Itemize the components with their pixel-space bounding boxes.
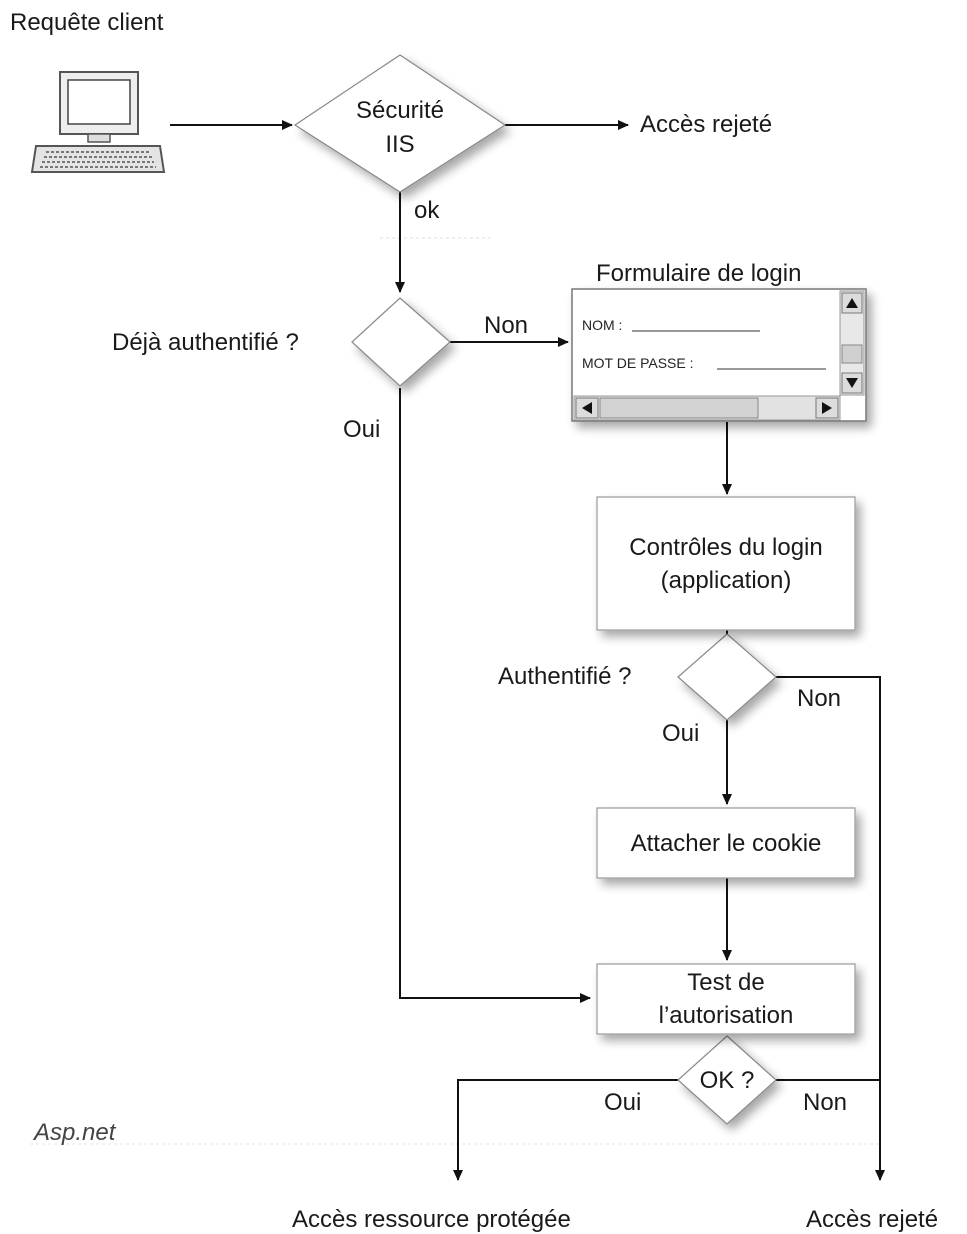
box-login-checks [596,496,856,631]
ok-label: ok [414,197,440,224]
form-password-label: MOT DE PASSE : [582,355,694,371]
oui-label-3: Oui [604,1089,641,1116]
connectors [170,120,885,1181]
decision-authenticated [677,633,777,721]
scroll-thumb[interactable] [841,344,863,364]
decision-ok [677,1035,777,1125]
login-checks-line2: (application) [661,567,792,594]
login-checks-line1: Contrôles du login [629,534,822,561]
form-name-label: NOM : [582,317,622,333]
rejected-bottom-label: Accès rejeté [806,1206,938,1233]
aspnet-label: Asp.net [32,1119,117,1146]
ok-question-label: OK ? [700,1067,755,1094]
authorization-test-line1: Test de [687,969,764,996]
oui-label-2: Oui [662,720,699,747]
rejected-top-label: Accès rejeté [640,111,772,138]
decision-iis [293,54,507,193]
non-label-3: Non [803,1089,847,1116]
iis-label-line2: IIS [385,131,414,158]
attach-cookie-label: Attacher le cookie [631,830,822,857]
iis-label-line1: Sécurité [356,97,444,124]
authorization-test-line2: l’autorisation [659,1002,794,1029]
access-protected-label: Accès ressource protégée [292,1206,571,1233]
scroll-down-icon [846,378,858,388]
oui-label-1: Oui [343,416,380,443]
login-form-title: Formulaire de login [596,260,801,287]
computer-icon [30,71,166,173]
box-attach-cookie [596,807,856,879]
scroll-left-icon [582,402,592,414]
login-form-contents [573,290,865,421]
non-label-1: Non [484,312,528,339]
non-label-2: Non [797,685,841,712]
decision-already-authenticated [351,297,451,387]
already-authenticated-label: Déjà authentifié ? [112,329,299,356]
box-authorization-test [596,963,856,1035]
scroll-up-icon [846,298,858,308]
scroll-h-thumb[interactable] [599,397,759,419]
scroll-right-icon [822,402,832,414]
authenticated-label: Authentifié ? [498,663,631,690]
request-client-label: Requête client [10,9,164,36]
